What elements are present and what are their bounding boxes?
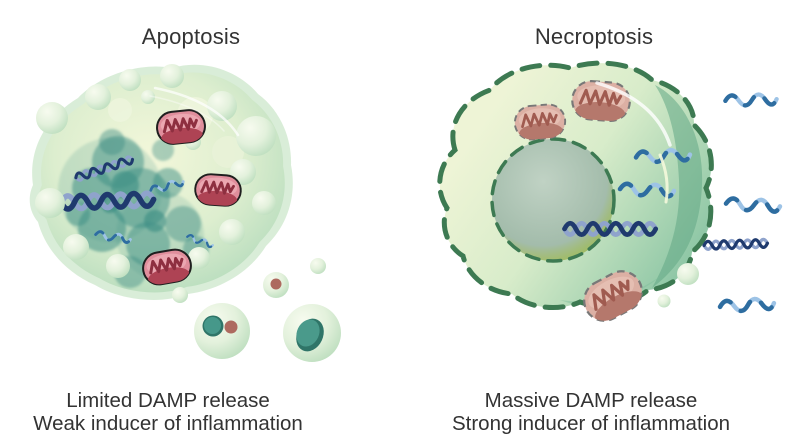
membrane-bleb-icon bbox=[160, 64, 184, 88]
rna-squiggle-icon bbox=[726, 198, 781, 212]
necroptosis-caption-line2: Strong inducer of inflammation bbox=[451, 412, 731, 435]
membrane-bleb-icon bbox=[172, 287, 188, 303]
necroptosis-cell bbox=[437, 60, 781, 331]
membrane-bleb-icon bbox=[85, 84, 111, 110]
vacuole bbox=[108, 98, 132, 122]
membrane-bleb-icon bbox=[35, 188, 65, 218]
apoptotic-bodies bbox=[194, 258, 341, 362]
membrane-bleb-icon bbox=[106, 254, 130, 278]
highlight-swoosh bbox=[658, 153, 669, 204]
rna-squiggle-icon bbox=[720, 298, 775, 313]
necroptosis-caption-line1: Massive DAMP release bbox=[484, 389, 698, 412]
membrane-bleb-icon bbox=[252, 191, 276, 215]
apoptosis-caption: Limited DAMP release Weak inducer of inf… bbox=[0, 389, 336, 435]
nucleus-icon bbox=[490, 137, 616, 263]
cytoplasm-shading bbox=[652, 85, 703, 288]
apoptosis-caption-line1: Limited DAMP release bbox=[66, 389, 270, 412]
rna-squiggle-icon bbox=[725, 94, 777, 106]
apoptotic-body-icon bbox=[194, 303, 250, 359]
dashed-membrane bbox=[437, 60, 714, 310]
membrane-bleb-icon bbox=[207, 91, 237, 121]
apoptosis-title: Apoptosis bbox=[141, 24, 241, 49]
necroptosis-title: Necroptosis bbox=[534, 24, 654, 49]
apoptosis-cell bbox=[29, 64, 341, 362]
apoptotic-body-icon bbox=[283, 304, 341, 362]
necroptosis-caption: Massive DAMP release Strong inducer of i… bbox=[423, 389, 759, 435]
membrane-bleb-icon bbox=[36, 102, 68, 134]
membrane-bleb-icon bbox=[230, 159, 256, 185]
membrane-bleb-icon bbox=[119, 69, 141, 91]
vesicle-icon bbox=[677, 263, 699, 285]
dna-helix-icon bbox=[702, 237, 770, 252]
vesicle-icon bbox=[657, 294, 671, 308]
apoptotic-body-icon bbox=[310, 258, 326, 274]
membrane-bleb-icon bbox=[63, 234, 89, 260]
membrane-bleb-icon bbox=[188, 247, 210, 269]
highlight-swoosh bbox=[153, 86, 240, 137]
highlight-swoosh bbox=[149, 95, 225, 132]
vacuole bbox=[212, 136, 244, 168]
apoptosis-caption-line2: Weak inducer of inflammation bbox=[33, 412, 303, 435]
membrane-bleb-icon bbox=[236, 116, 276, 156]
dna-helix-icon bbox=[565, 223, 656, 234]
apoptotic-body-icon bbox=[263, 272, 289, 298]
highlight-swoosh bbox=[595, 81, 672, 147]
membrane-bleb-icon bbox=[141, 90, 155, 104]
membrane-bleb-icon bbox=[219, 219, 245, 245]
